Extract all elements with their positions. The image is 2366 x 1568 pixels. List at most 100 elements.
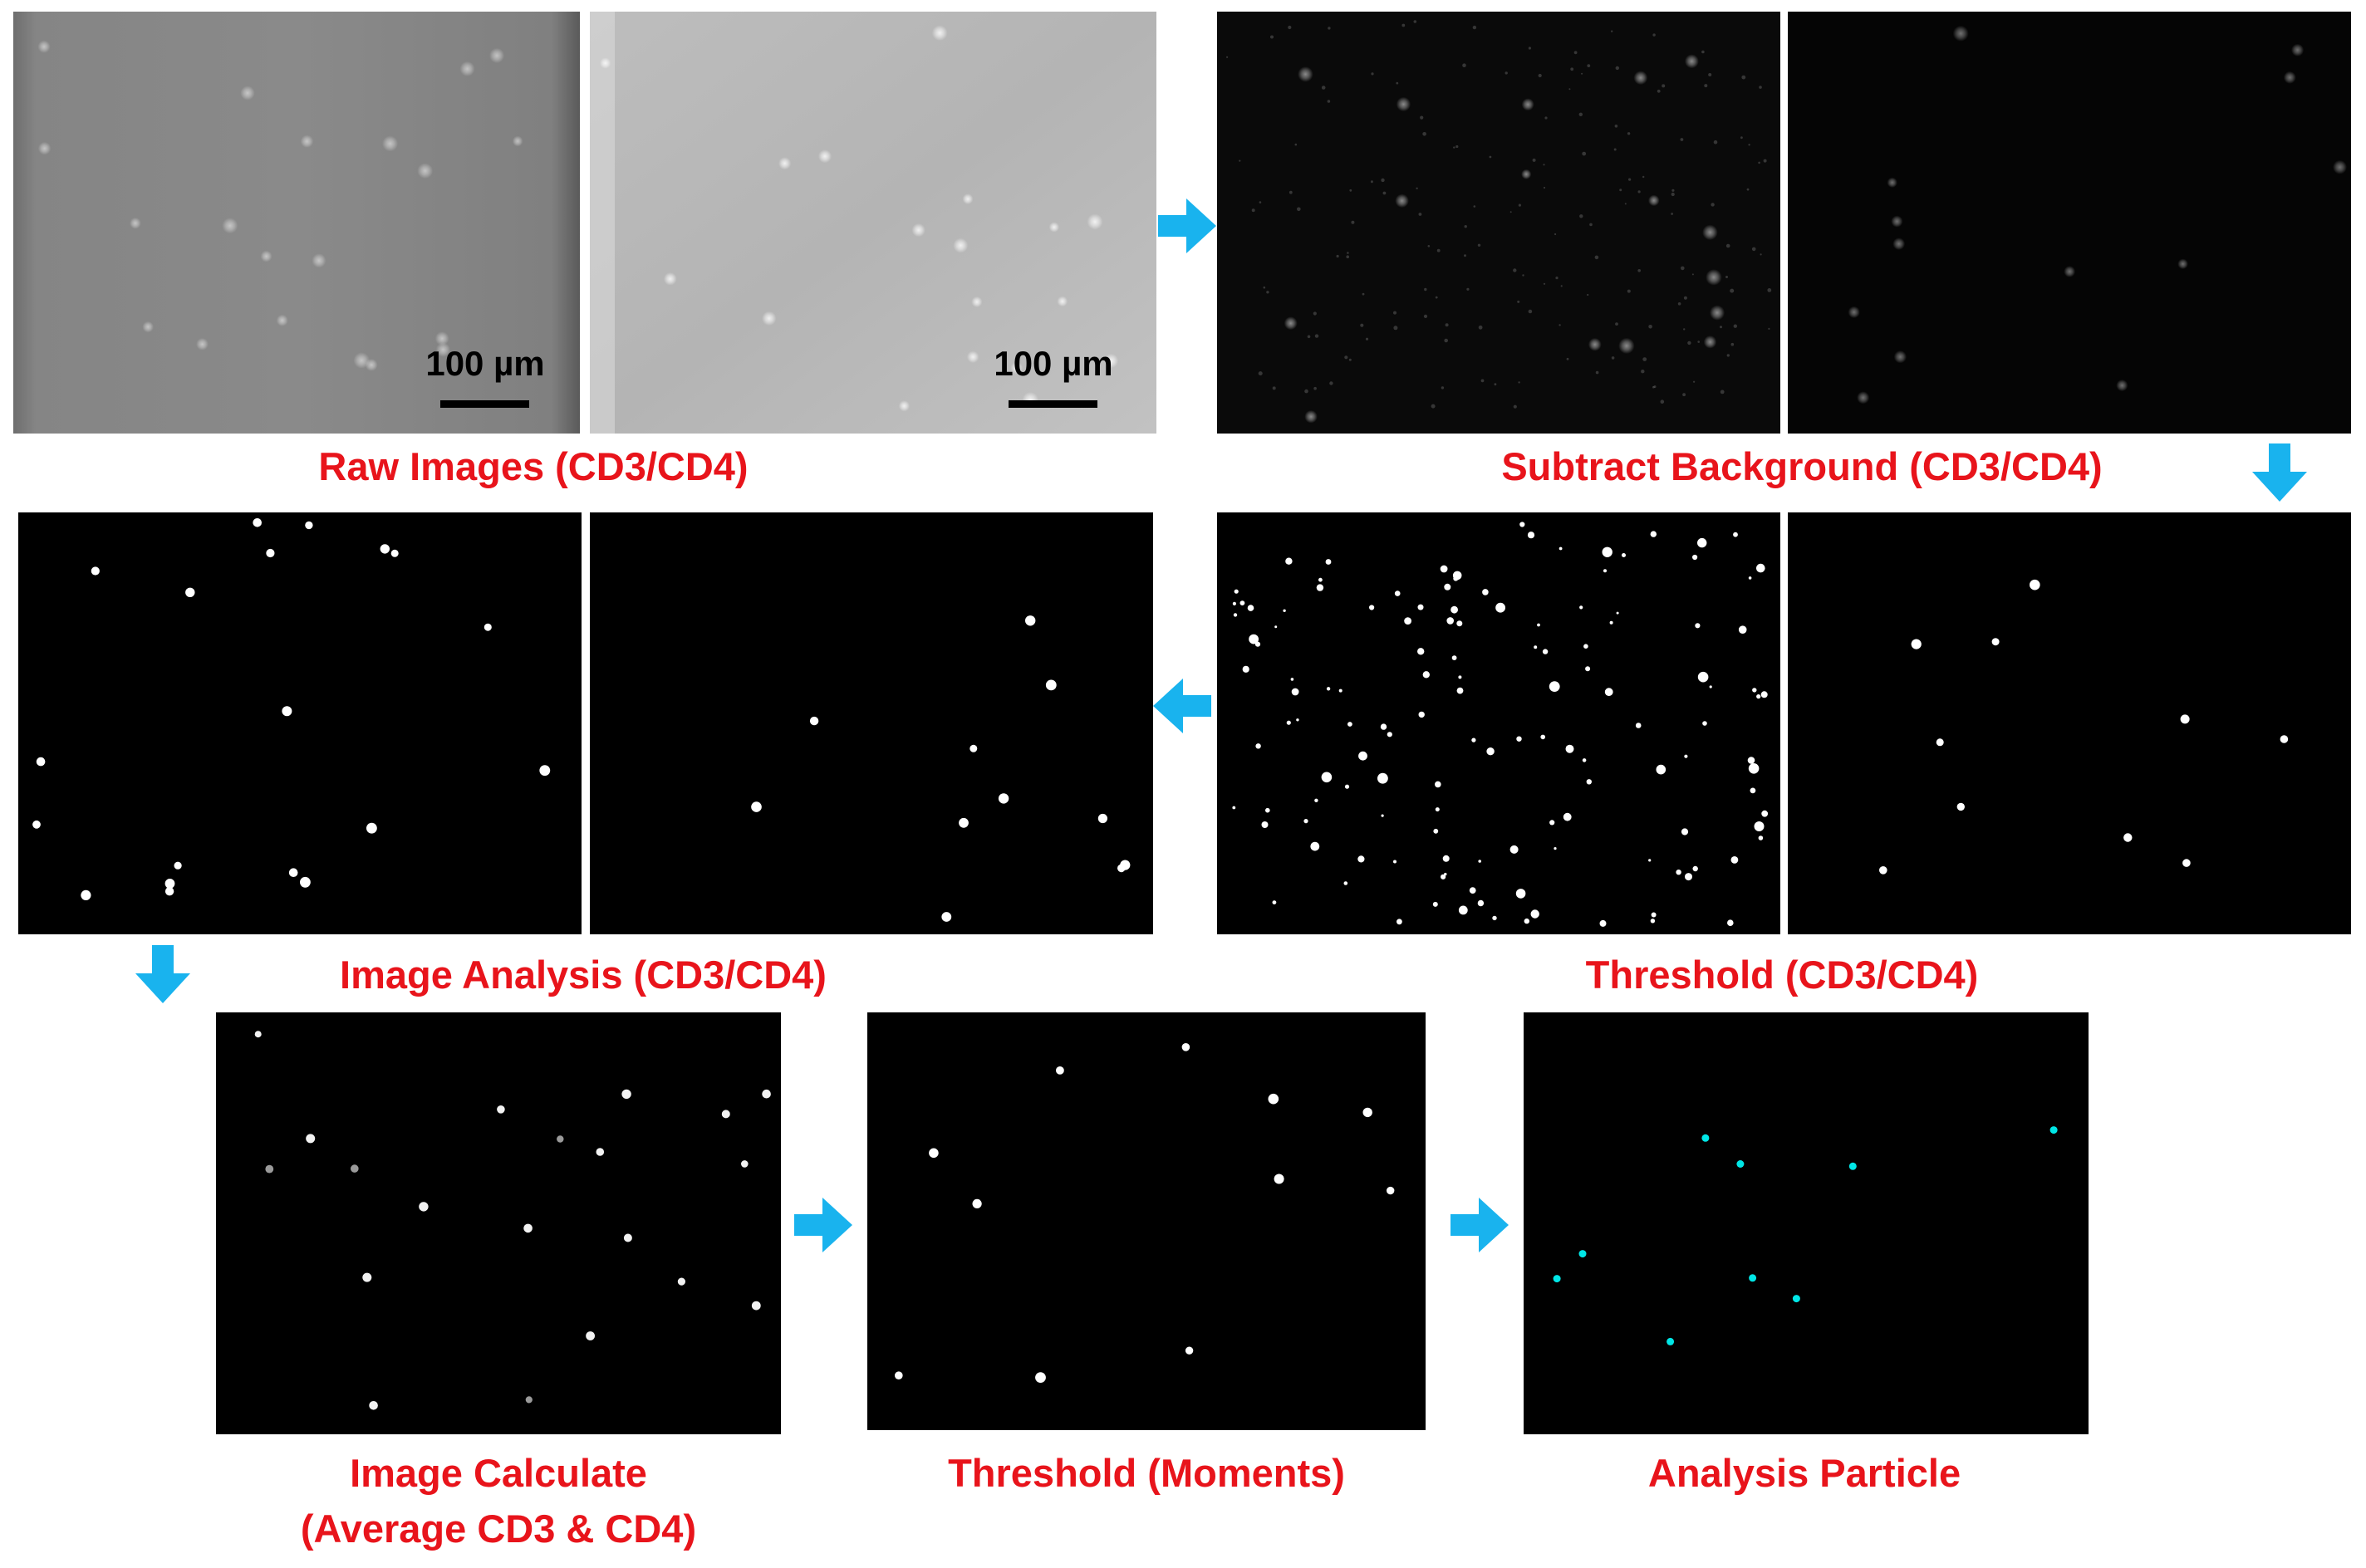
noise-speck	[1517, 300, 1520, 303]
noise-speck	[1637, 269, 1641, 272]
noise-speck	[1611, 356, 1615, 360]
noise-speck	[1417, 604, 1424, 610]
noise-speck	[1232, 806, 1236, 810]
noise-speck	[1232, 601, 1236, 606]
cell-dot	[2116, 380, 2128, 392]
noise-speck	[1294, 143, 1298, 146]
noise-speck	[1540, 734, 1545, 740]
noise-speck	[1369, 605, 1375, 610]
noise-speck	[1684, 754, 1688, 758]
noise-speck	[1709, 685, 1712, 688]
caption-raw-images: Raw Images (CD3/CD4)	[318, 444, 748, 488]
threshold-cd4-panel	[1788, 512, 2351, 934]
noise-speck	[1544, 116, 1548, 120]
subtract-cd3-panel	[1217, 12, 1780, 434]
cell-dot	[497, 1105, 505, 1114]
noise-speck	[1418, 213, 1422, 216]
noise-speck	[1393, 860, 1397, 864]
noise-speck	[1265, 807, 1270, 813]
cell-dot	[419, 1202, 429, 1212]
scale-bar-line	[440, 400, 529, 408]
noise-speck	[1725, 243, 1730, 248]
noise-speck	[1477, 243, 1481, 247]
noise-speck	[1239, 159, 1241, 162]
noise-speck	[1683, 328, 1686, 331]
noise-speck	[1435, 807, 1440, 812]
cell-dot	[1684, 54, 1699, 69]
subtract-background-group	[1217, 12, 2351, 434]
cell-dot	[953, 238, 969, 253]
cell-dot	[663, 272, 677, 286]
cell-dot	[512, 135, 523, 147]
cell-dot	[741, 1160, 749, 1168]
noise-speck	[1451, 605, 1458, 614]
noise-speck	[1466, 287, 1470, 291]
cell-dot	[240, 86, 255, 100]
cell-dot	[276, 314, 288, 326]
raw-cd4-panel: 100 µm	[590, 12, 1156, 434]
cell-dot	[1035, 1372, 1046, 1383]
image-analysis-group	[18, 512, 1153, 934]
cell-dot	[1578, 1250, 1587, 1258]
noise-speck	[1458, 675, 1462, 679]
cell-dot	[1706, 269, 1722, 286]
cell-dot	[959, 817, 969, 828]
cell-dot	[1857, 391, 1870, 404]
noise-speck	[1702, 721, 1707, 726]
noise-speck	[1435, 296, 1438, 299]
cell-dot	[972, 1198, 982, 1208]
cell-dot	[911, 223, 925, 238]
cell-dot	[1387, 1186, 1395, 1195]
noise-speck	[1652, 33, 1656, 37]
noise-speck	[1615, 322, 1618, 326]
cell-dot	[1618, 337, 1635, 355]
cell-dot	[1396, 96, 1411, 112]
noise-speck	[1518, 203, 1521, 207]
cell-dot	[164, 887, 174, 896]
noise-speck	[1396, 81, 1399, 85]
noise-speck	[1338, 688, 1343, 693]
noise-speck	[1422, 132, 1426, 136]
cell-dot	[1736, 1160, 1745, 1168]
noise-speck	[1582, 151, 1587, 156]
noise-speck	[1290, 678, 1294, 681]
noise-speck	[1347, 252, 1349, 254]
noise-speck	[1380, 723, 1387, 730]
noise-speck	[1613, 148, 1617, 151]
cell-dot	[1848, 306, 1860, 319]
cell-dot	[174, 861, 182, 870]
raw-cd3-panel: 100 µm	[13, 12, 580, 434]
cell-dot	[1702, 224, 1718, 241]
noise-speck	[1761, 810, 1769, 817]
scale-bar-cd3: 100 µm	[425, 344, 545, 408]
threshold-cd3-panel	[1217, 512, 1780, 934]
noise-speck	[1313, 311, 1317, 316]
noise-speck	[1628, 178, 1632, 181]
noise-speck	[1650, 919, 1656, 924]
noise-speck	[1233, 613, 1238, 617]
noise-speck	[1424, 287, 1427, 292]
cell-dot	[489, 47, 505, 63]
noise-speck	[1697, 341, 1700, 343]
noise-speck	[1573, 51, 1578, 55]
noise-speck	[1263, 286, 1266, 289]
cell-dot	[1991, 638, 2000, 646]
noise-speck	[1432, 901, 1438, 907]
noise-speck	[1560, 285, 1563, 287]
noise-speck	[1314, 798, 1318, 802]
cell-dot	[300, 876, 311, 888]
threshold-cd3-cells	[1249, 537, 1765, 919]
cell-dot	[417, 163, 434, 179]
cell-dot	[36, 757, 46, 767]
cell-dot	[369, 1401, 378, 1410]
noise-speck	[1587, 64, 1591, 67]
noise-speck	[1336, 254, 1339, 258]
noise-speck	[1641, 370, 1645, 374]
noise-speck	[1685, 873, 1692, 881]
cell-dot	[677, 1277, 686, 1286]
cell-dot	[1509, 845, 1519, 854]
cell-dot	[435, 342, 451, 357]
noise-speck	[1527, 532, 1535, 539]
cell-dot	[898, 400, 911, 412]
threshold-cd4-cells	[1879, 579, 2289, 875]
